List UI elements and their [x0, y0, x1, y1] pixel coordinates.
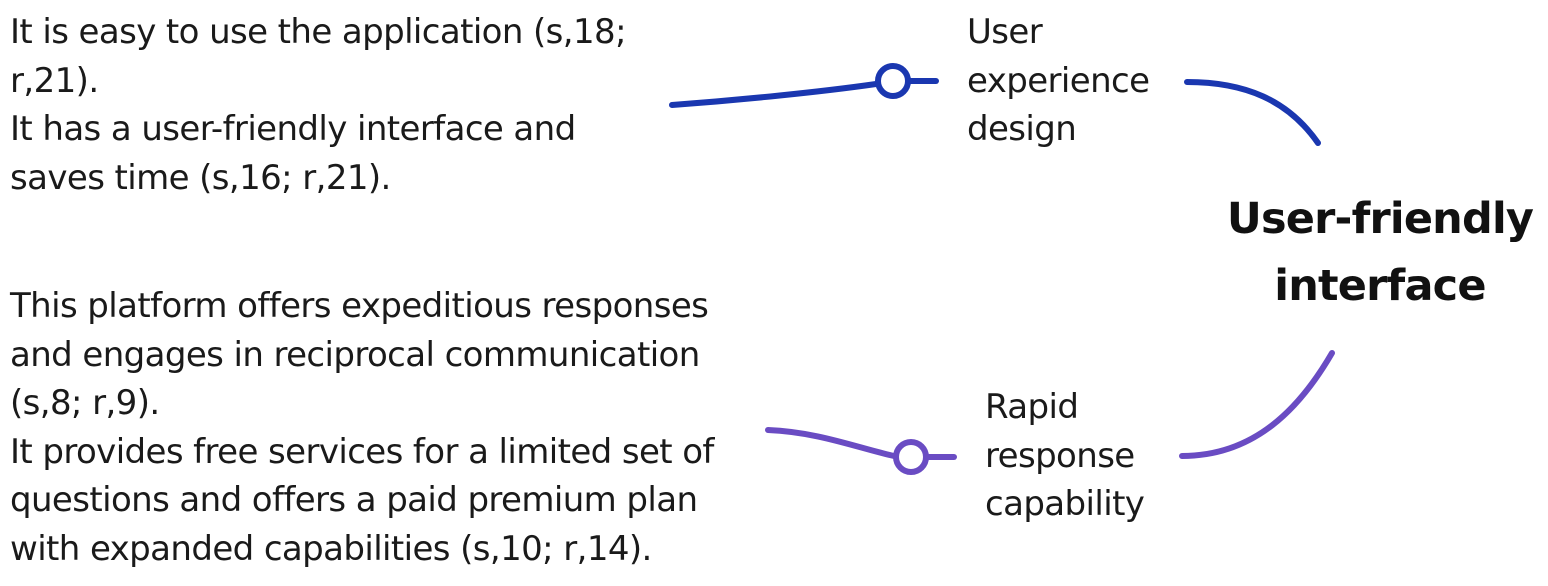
- connector-subtheme-rapid-response-to-theme: [1179, 350, 1335, 459]
- quote-user-experience-design: It is easy to use the application (s,18;…: [10, 12, 627, 198]
- connector-quote-to-node-rapid-response: [765, 427, 897, 459]
- quote-rapid-response-capability: This platform offers expeditious respons…: [10, 286, 714, 569]
- theme-label: User-friendly interface: [1226, 194, 1534, 311]
- node-user-experience-design: [875, 63, 911, 99]
- connector-subtheme-user-experience-to-theme: [1184, 79, 1321, 146]
- subtheme-label-user-experience-design: User experience design: [967, 12, 1150, 149]
- subtheme-label-rapid-response-capability: Rapid response capability: [985, 387, 1145, 524]
- connector-quote-to-node-user-experience: [669, 81, 879, 108]
- node-rapid-response-capability: [893, 439, 929, 475]
